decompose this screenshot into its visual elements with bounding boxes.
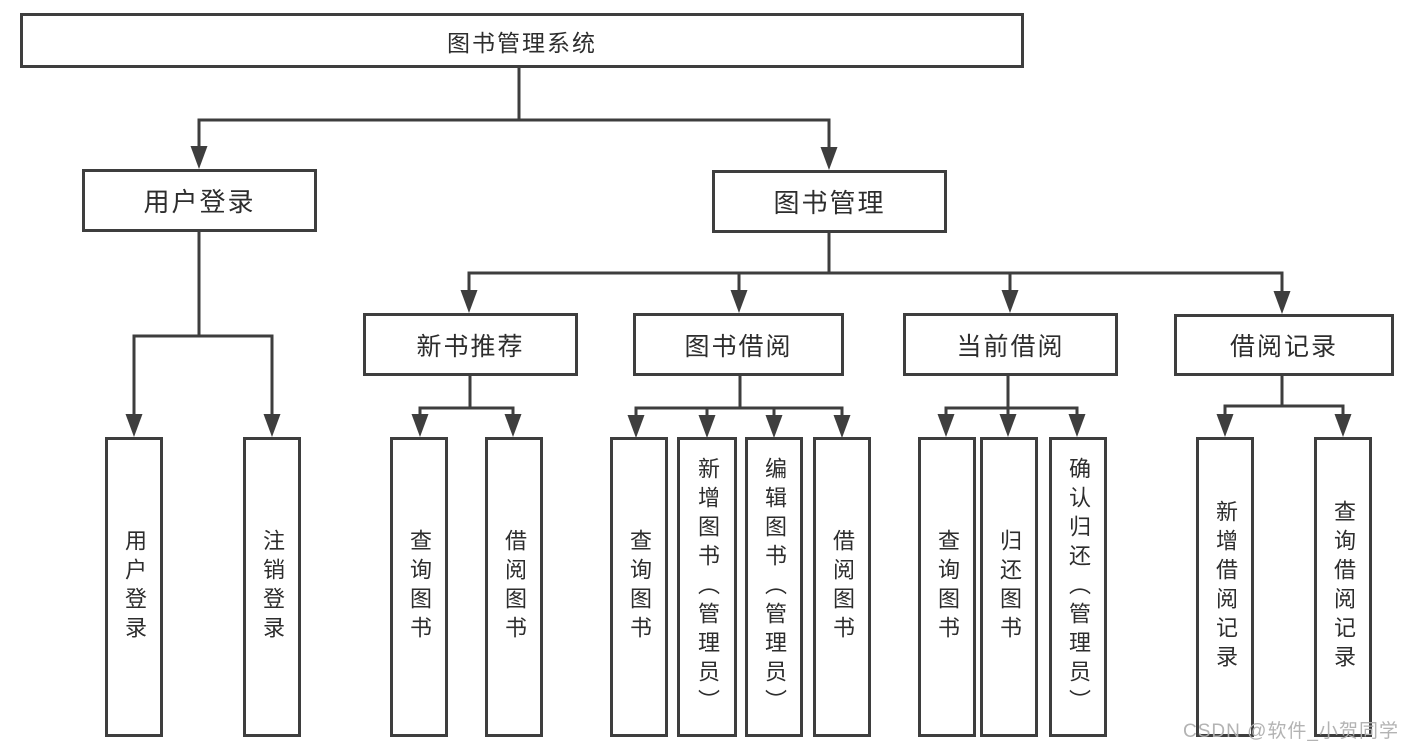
node-borrow-records: 借阅记录 (1174, 314, 1394, 376)
node-label: 注销登录 (260, 529, 285, 645)
arrow-head (460, 290, 478, 313)
arrow-head (627, 415, 645, 438)
leaf-add-borrow-record: 新增借阅记录 (1196, 437, 1254, 737)
arrow-head (698, 415, 716, 438)
arrow-heads (125, 146, 1352, 438)
node-label: 查询借阅记录 (1331, 500, 1356, 674)
arrow-head (765, 415, 783, 438)
node-label: 借阅记录 (1229, 333, 1338, 361)
leaf-query-books-2: 查询图书 (610, 437, 668, 737)
leaf-borrow-books-1: 借阅图书 (485, 437, 543, 737)
node-label: 确认归还（管理员） (1066, 456, 1091, 718)
arrow-head (1216, 414, 1234, 437)
node-current-borrow: 当前借阅 (903, 313, 1118, 376)
leaf-confirm-return-admin: 确认归还（管理员） (1049, 437, 1107, 737)
node-book-borrow: 图书借阅 (633, 313, 844, 376)
node-library-management-system: 图书管理系统 (20, 13, 1024, 68)
leaf-query-borrow-record: 查询借阅记录 (1314, 437, 1372, 737)
arrow-head (937, 414, 955, 437)
node-label: 用户登录 (143, 187, 256, 217)
node-label: 新增借阅记录 (1213, 500, 1238, 674)
connector-lines (132, 65, 1345, 421)
arrow-head (411, 414, 429, 437)
leaf-logout: 注销登录 (243, 437, 301, 737)
leaf-borrow-books-2: 借阅图书 (813, 437, 871, 737)
arrow-head (504, 414, 522, 437)
node-label: 借阅图书 (502, 529, 527, 645)
node-new-book-recommend: 新书推荐 (363, 313, 578, 376)
leaf-add-books-admin: 新增图书（管理员） (677, 437, 737, 737)
node-label: 新书推荐 (416, 332, 525, 361)
leaf-query-books-1: 查询图书 (390, 437, 448, 737)
leaf-user-login: 用户登录 (105, 437, 163, 737)
arrow-head (730, 290, 748, 313)
arrow-head (1001, 290, 1019, 313)
node-label: 图书借阅 (684, 332, 793, 361)
node-user-login: 用户登录 (82, 169, 317, 232)
arrow-head (1334, 414, 1352, 437)
node-label: 图书管理系统 (447, 29, 597, 56)
arrow-head (1068, 414, 1086, 437)
connector-root-to-level2 (197, 65, 831, 153)
connector-newbook-children (418, 374, 515, 420)
arrow-head (125, 414, 143, 437)
node-label: 用户登录 (122, 529, 147, 645)
node-label: 图书管理 (773, 188, 886, 218)
node-book-management: 图书管理 (712, 170, 947, 233)
leaf-edit-books-admin: 编辑图书（管理员） (745, 437, 803, 737)
arrow-head (190, 146, 208, 169)
connector-currentborrow-children (944, 374, 1079, 420)
node-label: 新增图书（管理员） (695, 456, 720, 718)
node-label: 借阅图书 (830, 529, 855, 645)
node-label: 归还图书 (997, 529, 1022, 645)
node-label: 当前借阅 (956, 332, 1065, 361)
node-label: 查询图书 (407, 529, 432, 645)
node-label: 编辑图书（管理员） (762, 456, 787, 718)
node-label: 查询图书 (627, 529, 652, 645)
connector-records-children (1223, 375, 1345, 420)
arrow-head (820, 147, 838, 170)
arrow-head (1273, 291, 1291, 314)
connector-userlogin-children (132, 231, 274, 420)
node-label: 查询图书 (935, 529, 960, 645)
csdn-watermark: CSDN @软件_小贺同学 (1183, 721, 1399, 742)
connector-bookmgmt-children (467, 231, 1284, 297)
leaf-return-books: 归还图书 (980, 437, 1038, 737)
arrow-head (999, 414, 1017, 437)
arrow-head (263, 414, 281, 437)
leaf-query-books-3: 查询图书 (918, 437, 976, 737)
connector-bookborrow-children (634, 374, 844, 421)
arrow-head (833, 415, 851, 438)
